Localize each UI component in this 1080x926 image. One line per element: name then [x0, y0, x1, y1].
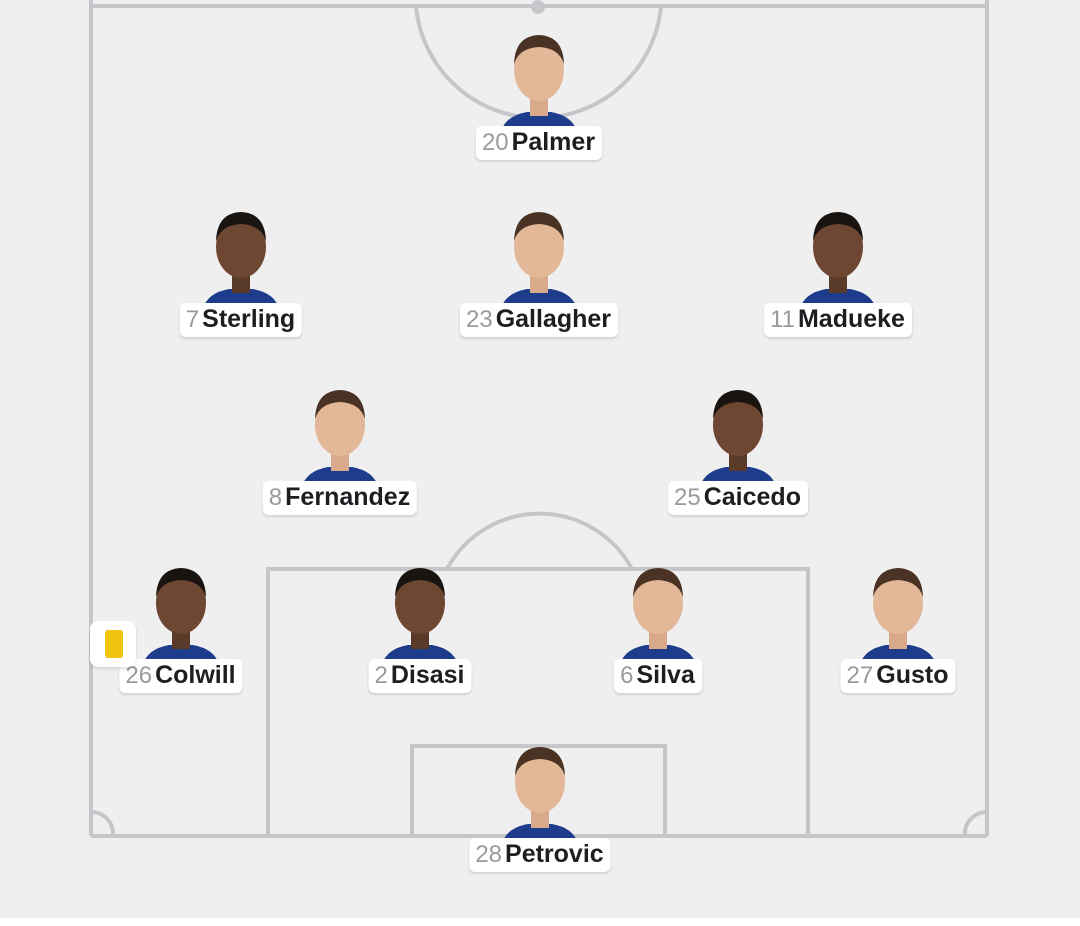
player-colwill[interactable]: 26 Colwill [81, 553, 281, 733]
player-photo [796, 197, 880, 309]
player-sterling[interactable]: 7 Sterling [141, 197, 341, 377]
player-label: 25 Caicedo [668, 481, 808, 515]
player-label: 23 Gallagher [459, 303, 619, 337]
player-label: 26 Colwill [119, 659, 243, 693]
player-photo [139, 553, 223, 665]
player-photo [856, 553, 940, 665]
player-photo [616, 553, 700, 665]
player-photo [498, 732, 582, 844]
player-palmer[interactable]: 20 Palmer [439, 20, 639, 200]
player-name: Palmer [511, 128, 596, 156]
player-photo [199, 197, 283, 309]
player-silva[interactable]: 6 Silva [558, 553, 758, 733]
player-number: 28 [475, 840, 503, 868]
player-number: 7 [185, 305, 200, 333]
player-number: 27 [846, 661, 874, 689]
player-disasi[interactable]: 2 Disasi [320, 553, 520, 733]
player-number: 6 [620, 661, 634, 689]
player-name: Gallagher [495, 305, 612, 333]
player-label: 8 Fernandez [262, 481, 418, 515]
player-label: 28 Petrovic [469, 838, 611, 872]
player-photo [497, 20, 581, 132]
player-photo [696, 375, 780, 487]
player-name: Colwill [155, 661, 236, 689]
player-name: Sterling [202, 305, 296, 333]
player-label: 2 Disasi [368, 659, 472, 693]
player-name: Disasi [390, 661, 465, 689]
player-label: 6 Silva [614, 659, 702, 693]
player-gusto[interactable]: 27 Gusto [798, 553, 998, 733]
player-photo [378, 553, 462, 665]
player-label: 27 Gusto [840, 659, 956, 693]
player-caicedo[interactable]: 25 Caicedo [638, 375, 838, 555]
player-fernandez[interactable]: 8 Fernandez [240, 375, 440, 555]
player-label: 20 Palmer [475, 126, 603, 160]
player-name: Gusto [876, 661, 949, 689]
player-number: 23 [465, 305, 493, 333]
yellow-card-icon [90, 621, 136, 667]
player-number: 20 [481, 128, 509, 156]
player-label: 7 Sterling [179, 303, 303, 337]
player-number: 25 [674, 483, 701, 511]
player-madueke[interactable]: 11 Madueke [738, 197, 938, 377]
yellow-card-shape [105, 630, 123, 658]
player-name: Petrovic [505, 840, 604, 868]
player-photo [298, 375, 382, 487]
player-number: 2 [374, 661, 388, 689]
player-gallagher[interactable]: 23 Gallagher [439, 197, 639, 377]
player-petrovic[interactable]: 28 Petrovic [440, 732, 640, 912]
player-number: 8 [268, 483, 283, 511]
player-photo [497, 197, 581, 309]
player-label: 11 Madueke [764, 303, 912, 337]
player-name: Silva [636, 661, 695, 689]
player-number: 11 [770, 305, 795, 333]
player-name: Fernandez [285, 483, 411, 511]
player-name: Caicedo [703, 483, 801, 511]
player-name: Madueke [797, 305, 905, 333]
